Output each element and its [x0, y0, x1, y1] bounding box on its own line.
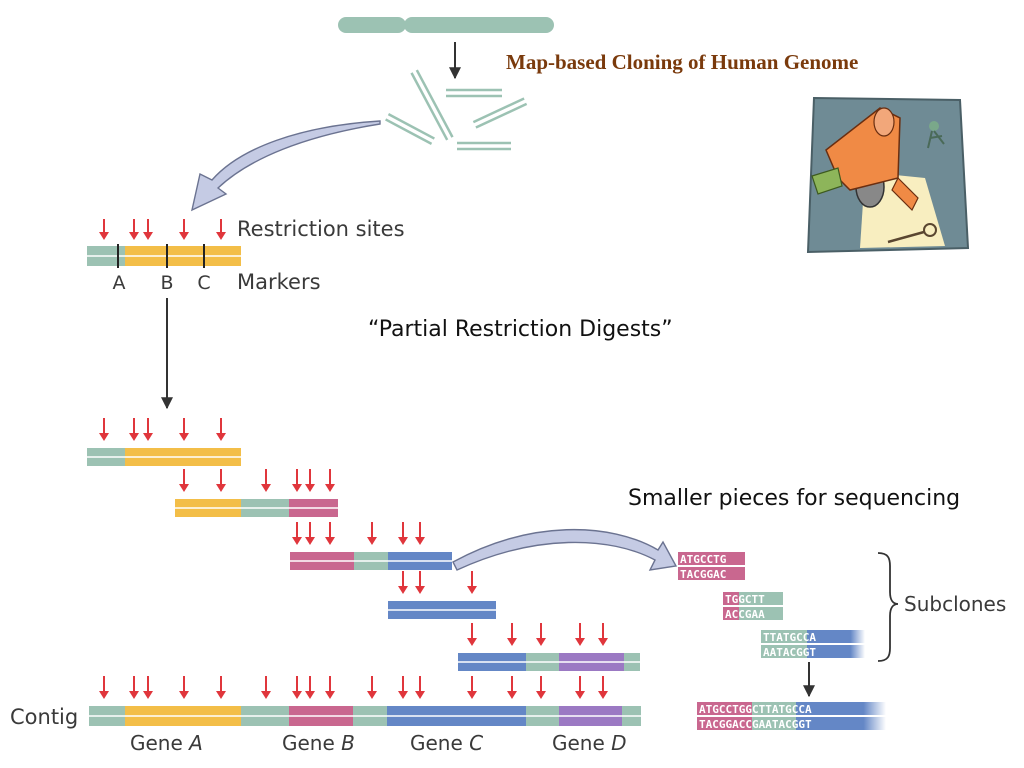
- chromosome: [338, 17, 554, 33]
- restriction-arrow-1: [99, 219, 109, 240]
- clone-3-bar: [290, 552, 452, 570]
- contig-arrow-2: [129, 676, 139, 699]
- gene-c-label: Gene C: [410, 731, 483, 755]
- marker-a-label: A: [113, 272, 126, 294]
- subclone-2: TGGCTT ACCGAA: [723, 592, 783, 621]
- clone-2-arrow-2: [216, 469, 226, 492]
- marker-map-bar: [87, 244, 241, 268]
- clone-3-arrow-3: [325, 522, 335, 545]
- svg-text:TGGCTT: TGGCTT: [725, 593, 765, 606]
- svg-text:ATGCCTGGCTTATGCCA: ATGCCTGGCTTATGCCA: [699, 703, 812, 716]
- clone-3-arrow-4: [367, 522, 377, 545]
- clone-1-arrow-2: [129, 418, 139, 441]
- svg-text:AATACGGT: AATACGGT: [763, 646, 816, 659]
- clone-4-bar: [388, 601, 496, 619]
- clone-3-arrow-6: [415, 522, 425, 545]
- restriction-sites-label: Restriction sites: [237, 217, 405, 241]
- svg-text:TACGGACCGAATACGGT: TACGGACCGAATACGGT: [699, 718, 812, 731]
- contig-arrow-17: [598, 676, 608, 699]
- clone-4-arrow-3: [467, 571, 477, 594]
- clone-1-arrow-3: [143, 418, 153, 441]
- gene-a-label: Gene A: [130, 731, 203, 755]
- contig-arrow-9: [325, 676, 335, 699]
- svg-text:TTATGCCA: TTATGCCA: [763, 631, 816, 644]
- contig-segments: [89, 706, 641, 726]
- cartoon-illustration: [806, 96, 970, 254]
- contig-arrow-10: [367, 676, 377, 699]
- clone-5-arrow-4: [575, 623, 585, 646]
- clone-5-arrow-5: [598, 623, 608, 646]
- clone-5-arrow-1: [467, 623, 477, 646]
- contig-arrow-4: [179, 676, 189, 699]
- clone-5-bar: [458, 653, 640, 671]
- clone-2-arrow-3: [261, 469, 271, 492]
- svg-text:ATGCCTG: ATGCCTG: [680, 553, 727, 566]
- gene-b-label: Gene B: [282, 731, 355, 755]
- subclone-3: TTATGCCA AATACGGT: [761, 630, 865, 659]
- clone-2-arrow-6: [325, 469, 335, 492]
- contig-arrow-14: [507, 676, 517, 699]
- restriction-arrow-4: [179, 219, 189, 240]
- contig-arrow-13: [467, 676, 477, 699]
- marker-c-label: C: [197, 272, 210, 294]
- contig-arrow-5: [216, 676, 226, 699]
- clone-4-arrow-1: [398, 571, 408, 594]
- restriction-arrow-3: [143, 219, 153, 240]
- contig-arrow-3: [143, 676, 153, 699]
- markers-label: Markers: [237, 270, 321, 294]
- clone-1-arrow-1: [99, 418, 109, 441]
- svg-text:TACGGAC: TACGGAC: [680, 568, 726, 581]
- gene-d-label: Gene D: [552, 731, 627, 755]
- clone-4-arrow-2: [415, 571, 425, 594]
- contig-arrows: [99, 676, 608, 699]
- subclones-bracket: [877, 552, 899, 662]
- clone-1-bar: [87, 448, 241, 466]
- assembled-sequence: ATGCCTGGCTTATGCCA TACGGACCGAATACGGT: [697, 702, 886, 731]
- contig-label: Contig: [10, 705, 78, 729]
- contig-arrow-12: [415, 676, 425, 699]
- overlapping-clones: [87, 418, 640, 671]
- contig-arrow-16: [575, 676, 585, 699]
- clone-3-arrow-2: [305, 522, 315, 545]
- clone-2-arrow-5: [305, 469, 315, 492]
- marker-b-label: B: [160, 272, 173, 294]
- clone-5-arrow-3: [536, 623, 546, 646]
- restriction-arrow-2: [129, 219, 139, 240]
- restriction-site-arrows: [99, 219, 226, 240]
- clone-5-arrow-2: [507, 623, 517, 646]
- clone-3-arrow-1: [292, 522, 302, 545]
- contig-bar: [89, 706, 641, 726]
- clone-1-arrow-5: [216, 418, 226, 441]
- contig-arrow-1: [99, 676, 109, 699]
- restriction-arrow-5: [216, 219, 226, 240]
- contig-arrow-15: [536, 676, 546, 699]
- curved-arrow-right: [452, 528, 678, 571]
- page-title: Map-based Cloning of Human Genome: [506, 50, 859, 74]
- subclone-1: ATGCCTG TACGGAC: [678, 552, 745, 581]
- contig-arrow-6: [261, 676, 271, 699]
- clone-2-bar: [175, 499, 338, 517]
- dna-fragments: [385, 69, 528, 151]
- contig-arrow-11: [398, 676, 408, 699]
- clone-2-arrow-1: [179, 469, 189, 492]
- clone-2-arrow-4: [292, 469, 302, 492]
- clone-3-arrow-5: [398, 522, 408, 545]
- curved-arrow-left: [191, 120, 381, 212]
- svg-text:ACCGAA: ACCGAA: [725, 608, 765, 621]
- clone-1-arrow-4: [179, 418, 189, 441]
- contig-arrow-7: [292, 676, 302, 699]
- contig-arrow-8: [305, 676, 315, 699]
- smaller-pieces-caption: Smaller pieces for sequencing: [628, 486, 961, 511]
- subclones-label: Subclones: [904, 592, 1006, 616]
- partial-digests-caption: “Partial Restriction Digests”: [368, 317, 673, 342]
